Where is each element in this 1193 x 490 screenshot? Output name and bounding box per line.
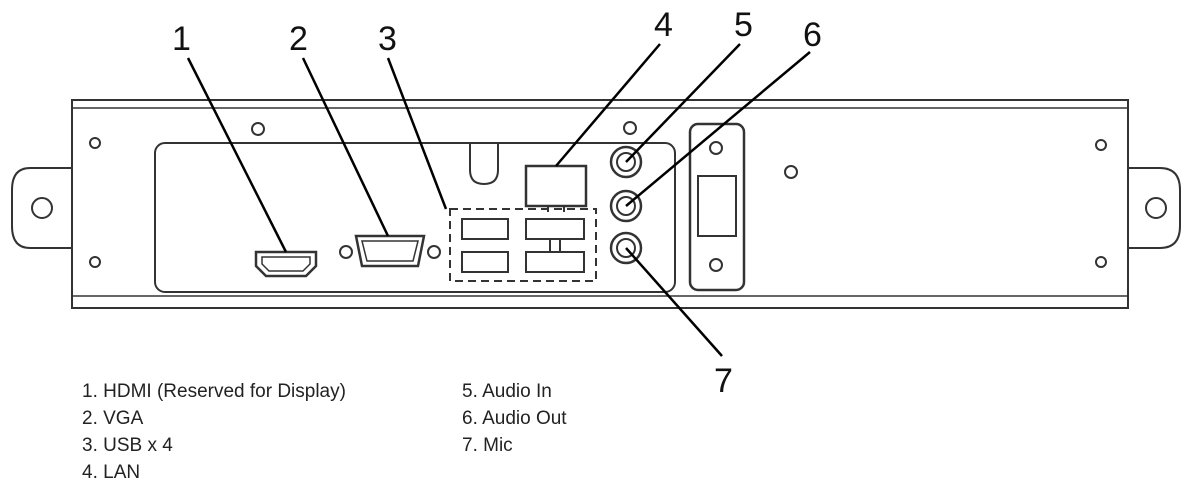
callout-number-1: 1 <box>172 20 191 58</box>
legend-item-mic: 7. Mic <box>462 435 513 456</box>
legend-item-vga: 2. VGA <box>82 408 144 429</box>
usb-port <box>525 251 585 273</box>
audio-in-jack-inner <box>616 152 636 172</box>
hdmi-port-inner <box>261 256 311 272</box>
usb-port <box>461 218 509 240</box>
hdmi-port <box>254 250 318 278</box>
callout-number-6: 6 <box>803 16 822 54</box>
usb-port <box>525 218 585 240</box>
leader-line-3 <box>386 57 448 210</box>
callout-number-5: 5 <box>734 6 753 44</box>
audio-out-jack <box>609 189 643 223</box>
screw-hole <box>251 122 265 136</box>
legend-left-column: 1. HDMI (Reserved for Display) 2. VGA 3.… <box>82 378 346 486</box>
io-shield-plate <box>154 142 676 293</box>
audio-in-jack <box>609 145 643 179</box>
mic-jack-inner <box>616 238 636 258</box>
legend-item-audio-in: 5. Audio In <box>462 381 552 402</box>
leader-line-7 <box>625 247 723 357</box>
left-mounting-ear <box>11 167 72 249</box>
bracket-hole <box>709 141 723 155</box>
vga-port-inner <box>361 240 419 262</box>
leader-line-6 <box>625 51 811 207</box>
legend-item-audio-out: 6. Audio Out <box>462 408 567 429</box>
screw-hole <box>89 137 101 149</box>
callout-number-3: 3 <box>378 20 397 58</box>
leader-line-2 <box>301 57 390 237</box>
screw-hole <box>784 165 798 179</box>
usb-port <box>461 251 509 273</box>
audio-out-jack-inner <box>616 196 636 216</box>
leader-line-5 <box>625 43 741 163</box>
legend-item-usb: 3. USB x 4 <box>82 435 173 456</box>
mic-jack <box>609 231 643 265</box>
keyhole-slot <box>469 143 499 186</box>
vga-screw-left <box>339 245 353 259</box>
right-ear-hole <box>1145 197 1167 219</box>
chassis-outline <box>71 99 1129 309</box>
callout-number-2: 2 <box>289 20 308 58</box>
bracket-hole <box>709 258 723 272</box>
vga-port <box>354 234 426 268</box>
legend-item-lan: 4. LAN <box>82 462 141 483</box>
usb-group-outline <box>449 208 597 282</box>
screw-hole <box>1095 256 1107 268</box>
legend-item-hdmi: 1. HDMI (Reserved for Display) <box>82 381 346 402</box>
leader-line-1 <box>186 57 288 253</box>
bracket-slot <box>688 122 746 292</box>
callout-number-7: 7 <box>714 362 733 400</box>
vga-screw-right <box>427 245 441 259</box>
bracket-slot-inner <box>697 175 737 237</box>
legend-right-column: 5. Audio In 6. Audio Out 7. Mic <box>462 378 567 459</box>
leader-line-4 <box>555 43 661 167</box>
lan-port <box>524 164 588 208</box>
right-mounting-ear <box>1128 167 1181 249</box>
screw-hole <box>623 121 637 135</box>
left-ear-hole <box>31 197 53 219</box>
screw-hole <box>1095 139 1107 151</box>
screw-hole <box>89 256 101 268</box>
callout-number-4: 4 <box>654 6 673 44</box>
